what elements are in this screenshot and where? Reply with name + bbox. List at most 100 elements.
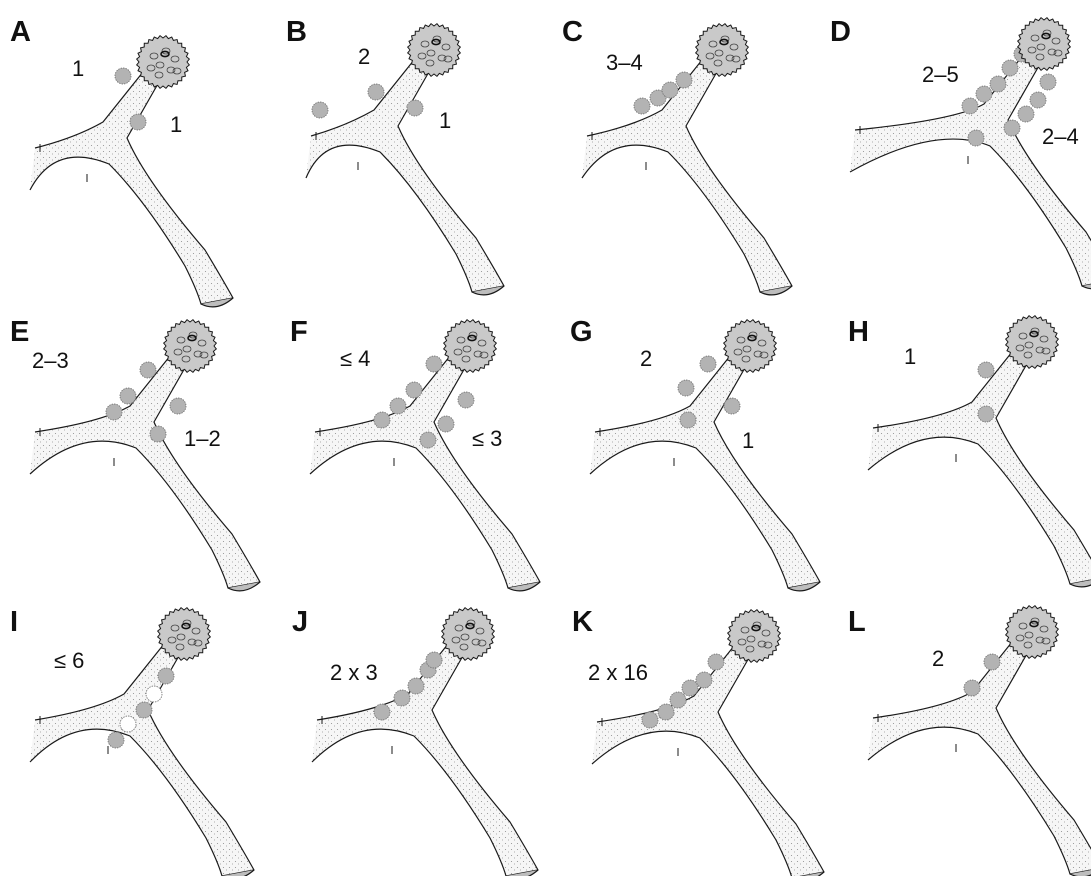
spore: [977, 405, 995, 423]
spore: [105, 403, 123, 421]
ampulla: [722, 318, 778, 374]
upper-count-label: 1: [72, 56, 85, 81]
spore: [963, 679, 981, 697]
spore: [425, 651, 443, 669]
spore: [975, 85, 993, 103]
spore: [977, 361, 995, 379]
panel-g: G 2 1: [560, 300, 832, 592]
panel-letter: C: [562, 16, 583, 48]
spore: [641, 711, 659, 729]
spore: [145, 685, 163, 703]
spore: [139, 361, 157, 379]
ampulla: [726, 608, 782, 664]
hypha-base: [787, 581, 821, 592]
spore: [419, 431, 437, 449]
hypha-base: [507, 581, 541, 592]
panel-letter: H: [848, 316, 869, 348]
upper-count-label: 3–4: [606, 50, 643, 75]
upper-count-label: 1: [904, 344, 917, 369]
ampulla: [694, 22, 750, 78]
hypha-outline: [589, 355, 821, 589]
spore: [1039, 73, 1057, 91]
spore: [669, 691, 687, 709]
spore: [633, 97, 651, 115]
spore: [311, 101, 329, 119]
spore: [107, 731, 125, 749]
hypha-outline: [849, 53, 1091, 287]
spore: [657, 703, 675, 721]
spore: [661, 81, 679, 99]
hypha-base: [1069, 580, 1091, 588]
hypha-base: [200, 297, 234, 308]
spore: [649, 89, 667, 107]
spore: [169, 397, 187, 415]
spore: [425, 355, 443, 373]
upper-count-label: 2: [358, 44, 371, 69]
hypha-base: [759, 285, 793, 296]
panel-letter: B: [286, 16, 307, 48]
hypha-outline: [867, 351, 1091, 585]
panel-letter: F: [290, 316, 308, 348]
panel-h: H 1: [838, 300, 1091, 588]
ampulla: [440, 606, 496, 662]
panel-b: B 2 1: [276, 0, 548, 296]
spore: [1001, 59, 1019, 77]
upper-count-label: 2 x 3: [330, 660, 378, 685]
panel-letter: J: [292, 606, 309, 638]
spore: [967, 129, 985, 147]
panel-e: E 2–3 1–2: [0, 300, 272, 592]
spore: [1017, 105, 1035, 123]
spore: [707, 653, 725, 671]
hypha-drawing: [29, 318, 261, 592]
ampulla: [442, 318, 498, 374]
spore: [457, 391, 475, 409]
hypha-base: [227, 581, 261, 592]
ampulla: [156, 606, 212, 662]
hypha-drawing: [867, 314, 1091, 588]
upper-count-label: 2 x 16: [588, 660, 648, 685]
spore: [407, 677, 425, 695]
upper-count-label: ≤ 4: [340, 346, 371, 371]
spore: [149, 425, 167, 443]
hypha-drawing: [305, 22, 505, 296]
spore: [114, 67, 132, 85]
hypha-outline: [867, 641, 1091, 875]
panel-letter: A: [10, 16, 31, 48]
panel-a: A 1 1: [0, 0, 272, 308]
hypha-drawing: [311, 606, 539, 876]
lower-count-label: 2–4: [1042, 124, 1079, 149]
hypha-outline: [309, 355, 541, 589]
panel-letter: D: [830, 16, 851, 48]
ampulla: [135, 34, 191, 90]
panel-c: C 3–4: [552, 0, 824, 296]
hypha-drawing: [581, 22, 793, 296]
spore: [681, 679, 699, 697]
spore: [1003, 119, 1021, 137]
panel-i: I ≤ 6: [0, 590, 272, 876]
spore: [405, 381, 423, 399]
spore: [677, 379, 695, 397]
spore: [989, 75, 1007, 93]
upper-count-label: 2: [640, 346, 653, 371]
spore: [1029, 91, 1047, 109]
spore: [119, 715, 137, 733]
spore: [367, 83, 385, 101]
ampulla: [406, 22, 462, 78]
spore: [723, 397, 741, 415]
panel-f: F ≤ 4 ≤ 3: [280, 300, 552, 592]
spore: [157, 667, 175, 685]
upper-count-label: 2: [932, 646, 945, 671]
hypha-base: [1081, 284, 1091, 290]
panel-letter: E: [10, 316, 30, 348]
spore: [389, 397, 407, 415]
hypha-outline: [29, 355, 261, 589]
ampulla: [1004, 604, 1060, 660]
upper-count-label: ≤ 6: [54, 648, 85, 673]
upper-count-label: 2–3: [32, 348, 69, 373]
panel-letter: L: [848, 606, 866, 638]
hypha-outline: [29, 643, 255, 876]
hypha-drawing: [849, 16, 1091, 290]
spore: [393, 689, 411, 707]
hypha-outline: [305, 59, 505, 293]
spore: [983, 653, 1001, 671]
